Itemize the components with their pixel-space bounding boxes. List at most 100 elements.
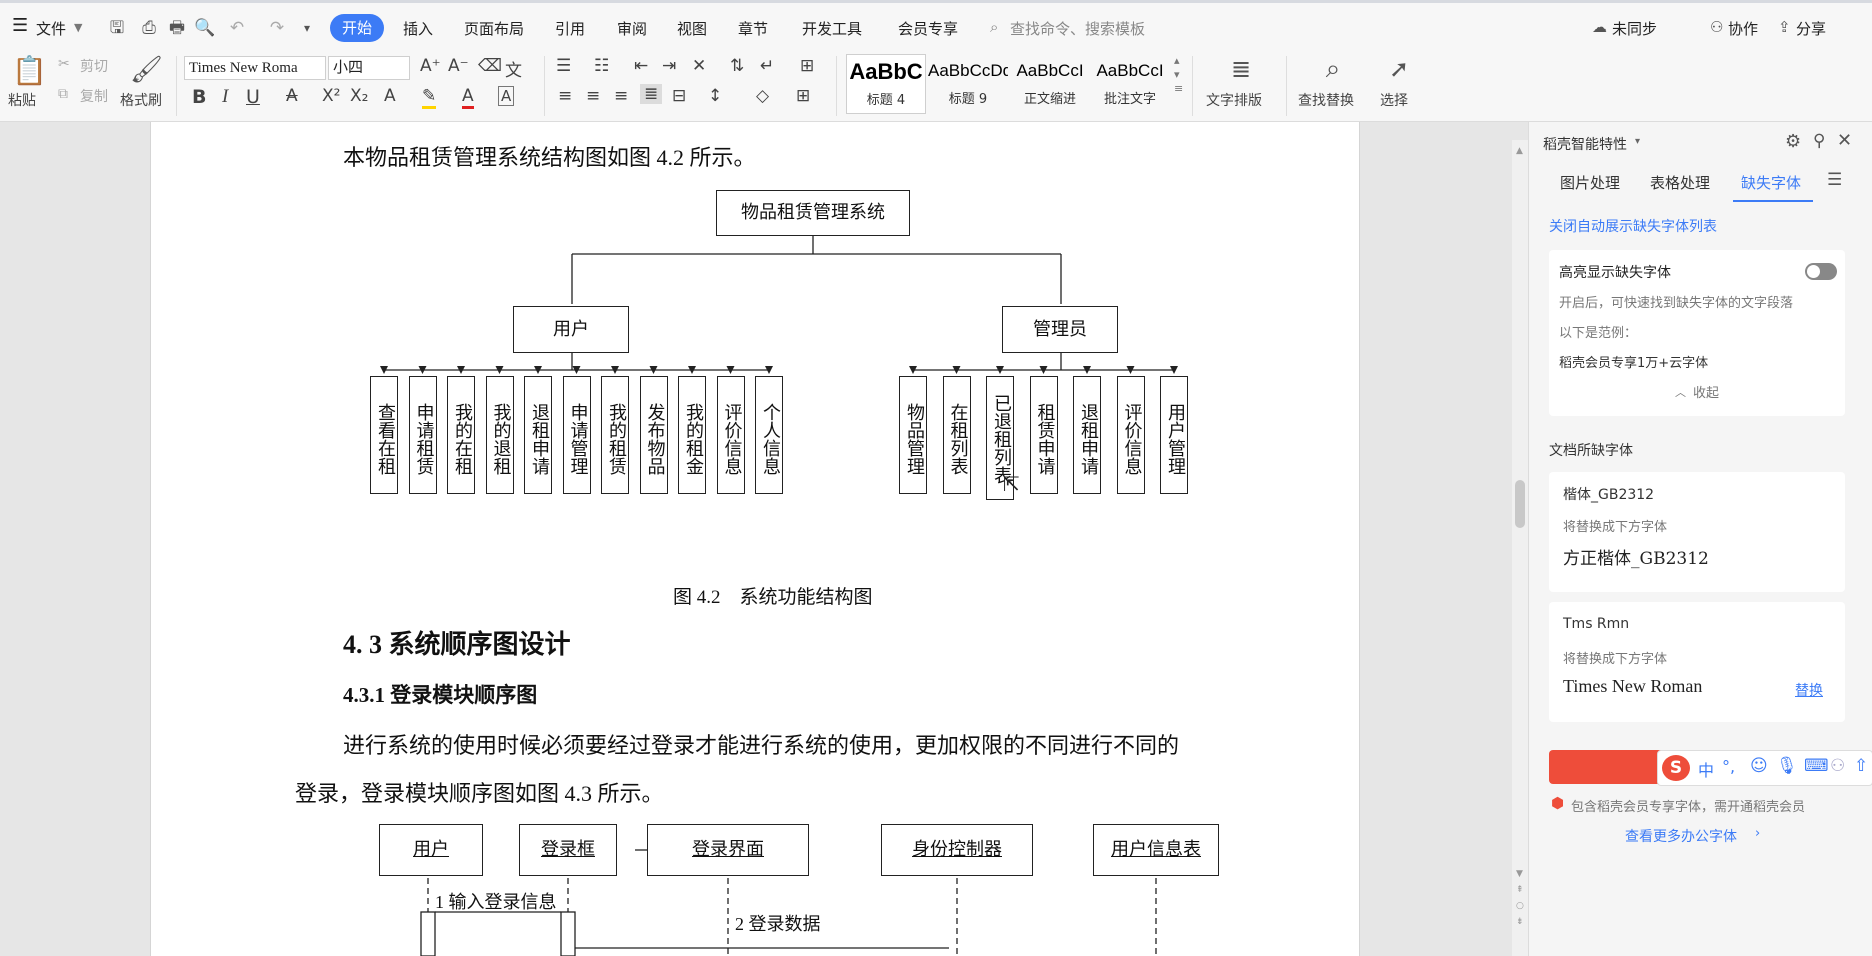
text-layout-button[interactable]: 文字排版 (1206, 93, 1262, 109)
chevron-down-icon[interactable]: ▼ (74, 21, 83, 34)
increase-indent-icon[interactable]: ⇥ (662, 56, 677, 76)
more-quick-access-icon[interactable]: ▾ (303, 21, 311, 35)
style-comment-text[interactable]: AaBbCcI 批注文字 (1096, 61, 1164, 107)
tab-insert[interactable]: 插入 (403, 20, 434, 38)
scroll-thumb[interactable] (1515, 480, 1525, 528)
align-center-icon[interactable]: ≡ (586, 86, 601, 106)
borders-icon[interactable]: ⊞ (796, 86, 811, 106)
microphone-icon[interactable]: 🎙 (1776, 756, 1798, 776)
gear-icon[interactable]: ⚙ (1785, 131, 1802, 152)
undo-icon[interactable]: ↶ (229, 18, 245, 38)
chevron-right-icon[interactable]: › (1755, 826, 1761, 841)
emoji-icon[interactable]: ☺ (1750, 756, 1768, 776)
align-left-icon[interactable]: ≡ (558, 86, 573, 106)
collab-button[interactable]: 协作 (1728, 20, 1759, 38)
find-replace-icon[interactable]: ⌕ (1325, 54, 1341, 84)
paragraph-mark-icon[interactable]: ↵ (760, 56, 775, 76)
pinyin-icon[interactable]: 文 (505, 61, 522, 81)
text-layout-icon[interactable]: ≣ (1230, 55, 1252, 83)
clear-format-icon[interactable]: ⌫ (478, 56, 503, 76)
tab-developer[interactable]: 开发工具 (802, 20, 863, 38)
tab-member[interactable]: 会员专享 (898, 20, 959, 38)
style-heading9[interactable]: AaBbCcDd 标题 9 (928, 61, 1008, 107)
chevron-down-icon[interactable]: ▾ (1635, 136, 1641, 147)
panel-title[interactable]: 稻壳智能特性 (1543, 137, 1627, 153)
collapse-button[interactable]: 收起 (1693, 386, 1720, 401)
more-tools-icon[interactable]: ⇧ (1854, 756, 1869, 776)
cut-icon[interactable]: ✂ (58, 56, 70, 72)
print-preview-icon[interactable]: 🔍 (194, 18, 216, 38)
numbered-list-icon[interactable]: ☷ (594, 56, 610, 76)
paste-button[interactable]: 粘贴 (8, 93, 36, 109)
close-auto-show-link[interactable]: 关闭自动展示缺失字体列表 (1549, 219, 1717, 235)
panel-tab-image[interactable]: 图片处理 (1560, 174, 1621, 192)
save-icon[interactable]: 🖫 (109, 18, 125, 38)
panel-tab-table[interactable]: 表格处理 (1650, 174, 1711, 192)
font-size-select[interactable]: 小四 (328, 56, 410, 80)
tab-page-layout[interactable]: 页面布局 (464, 20, 525, 38)
tab-references[interactable]: 引用 (555, 20, 586, 38)
bold-icon[interactable]: B (192, 86, 207, 108)
tab-chapter[interactable]: 章节 (738, 20, 769, 38)
styles-scroll-icon[interactable]: ▴▾≡ (1174, 54, 1184, 95)
tab-home[interactable]: 开始 (330, 14, 384, 42)
format-painter-icon[interactable]: 🖌 (130, 55, 164, 85)
underline-icon[interactable]: U (246, 86, 260, 108)
panel-tab-missing-font[interactable]: 缺失字体 (1741, 174, 1802, 192)
shading-icon[interactable]: ◇ (756, 86, 770, 106)
distribute-icon[interactable]: ⊟ (672, 86, 687, 106)
font-color-icon[interactable]: A (462, 86, 474, 109)
chevron-up-icon[interactable]: ︿ (1675, 386, 1686, 399)
replace-font-link[interactable]: 替换 (1795, 683, 1823, 699)
command-search-input[interactable]: 查找命令、搜索模板 (1010, 20, 1146, 38)
pin-icon[interactable]: ⚲ (1813, 131, 1826, 151)
more-fonts-link[interactable]: 查看更多办公字体 (1625, 829, 1737, 845)
copy-button[interactable]: 复制 (80, 89, 108, 105)
keyboard-icon[interactable]: ⌨ (1804, 756, 1829, 776)
text-effect-icon[interactable]: A (384, 86, 396, 106)
italic-icon[interactable]: I (222, 86, 229, 107)
sync-status[interactable]: 未同步 (1612, 20, 1658, 38)
close-icon[interactable]: ✕ (1837, 130, 1853, 151)
scroll-up-icon[interactable]: ▲ (1516, 146, 1523, 156)
highlight-toggle[interactable] (1805, 263, 1837, 280)
search-icon[interactable]: ⌕ (990, 18, 999, 36)
export-pdf-icon[interactable]: ⎙ (142, 18, 156, 38)
line-spacing-icon[interactable]: ↕ (708, 86, 723, 106)
ime-toolbar[interactable]: S 中 °, ☺ 🎙 ⌨ ⚇ ⇧ (1657, 750, 1872, 786)
document-page[interactable]: 本物品租赁管理系统结构图如图 4.2 所示。 物品租赁管理系统 用户 管理员 查… (150, 122, 1360, 956)
print-icon[interactable]: 🖶 (168, 18, 186, 38)
copy-icon[interactable]: ⧉ (58, 86, 68, 102)
sort-icon[interactable]: ⇅ (730, 56, 745, 76)
select-pointer-icon[interactable]: ➚ (1388, 55, 1410, 83)
find-replace-button[interactable]: 查找替换 (1298, 93, 1354, 109)
style-heading4[interactable]: AaBbC 标题 4 (846, 54, 926, 114)
grow-font-icon[interactable]: A⁺ (420, 56, 441, 76)
skin-icon[interactable]: ⚇ (1830, 756, 1846, 776)
vertical-scrollbar[interactable]: ▲ ▼⇞○⇟ (1512, 140, 1528, 956)
cut-button[interactable]: 剪切 (80, 59, 108, 75)
share-button[interactable]: 分享 (1796, 20, 1827, 38)
style-body-indent[interactable]: AaBbCcI 正文缩进 (1016, 61, 1084, 107)
select-button[interactable]: 选择 (1380, 93, 1408, 109)
hamburger-icon[interactable]: ☰ (12, 15, 29, 36)
chinese-layout-icon[interactable]: ✕ (692, 56, 707, 76)
justify-icon[interactable]: ≣ (640, 84, 663, 104)
tab-stop-icon[interactable]: ⊞ (800, 56, 815, 76)
decrease-indent-icon[interactable]: ⇤ (634, 56, 649, 76)
tab-view[interactable]: 视图 (677, 20, 708, 38)
bullet-list-icon[interactable]: ☰ (556, 56, 572, 76)
ime-language[interactable]: 中 (1698, 761, 1715, 780)
strikethrough-icon[interactable]: A (286, 86, 298, 106)
shrink-font-icon[interactable]: A⁻ (448, 56, 469, 76)
superscript-icon[interactable]: X² (322, 86, 341, 106)
paste-icon[interactable]: 📋 (12, 54, 47, 87)
tab-review[interactable]: 审阅 (617, 20, 648, 38)
subscript-icon[interactable]: X₂ (350, 86, 369, 106)
redo-icon[interactable]: ↷ (269, 18, 285, 38)
menu-icon[interactable]: ☰ (1827, 170, 1843, 190)
char-border-icon[interactable]: A (498, 86, 515, 106)
align-right-icon[interactable]: ≡ (614, 86, 629, 106)
highlight-icon[interactable]: ✎ (422, 86, 437, 109)
punctuation-icon[interactable]: °, (1722, 757, 1736, 776)
